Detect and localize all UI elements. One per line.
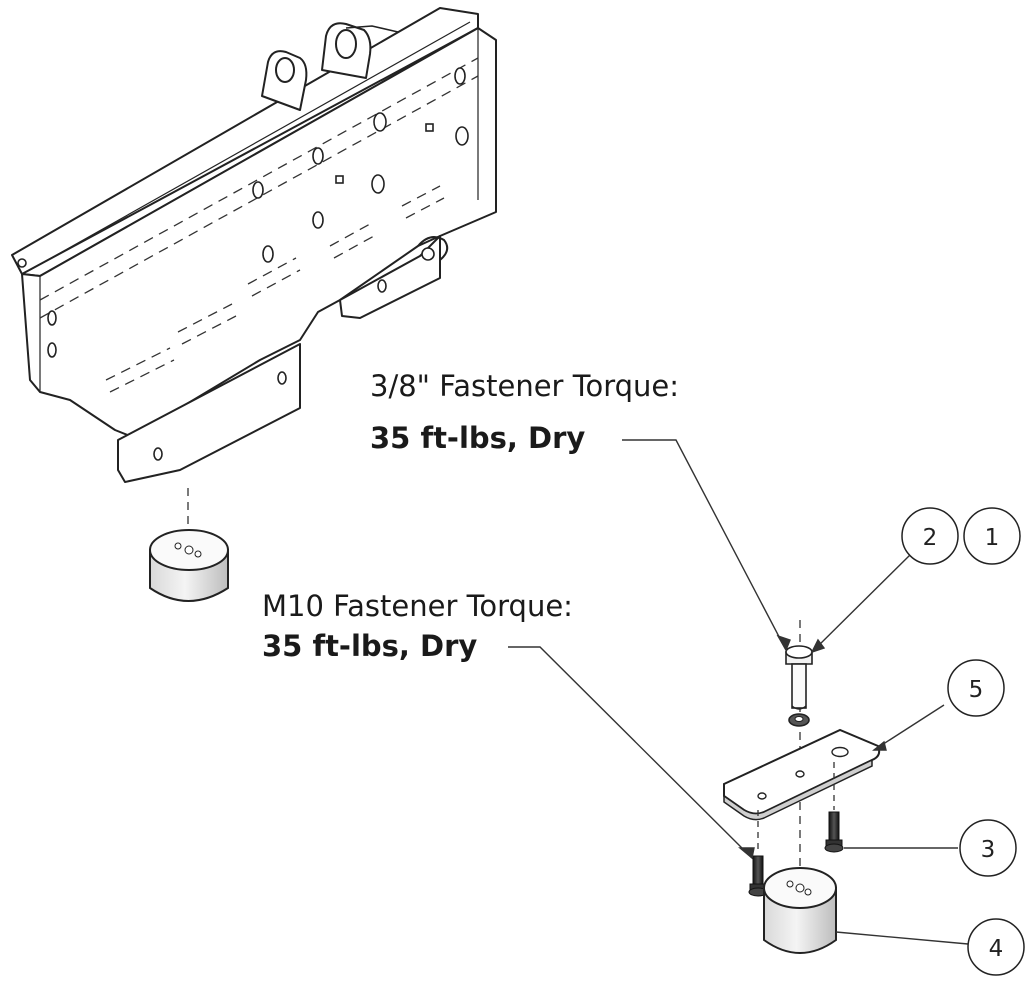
lower-callout-title: M10 Fastener Torque: [262,589,573,623]
m10-bolt-left [748,810,768,897]
bracket-rear-leg [339,235,441,319]
balloon-1-label: 1 [985,525,1000,551]
bolt-3-8 [785,645,813,710]
upper-callout-spec: 35 ft-lbs, Dry [370,421,586,455]
balloon-4-label: 4 [989,936,1004,962]
bracket-hidden-lines [39,57,479,393]
bracket-lower-tab [117,343,301,483]
balloon-2-label: 2 [923,525,938,551]
balloon-5: 5 [947,659,1005,717]
balloon-3-label: 3 [981,837,996,863]
balloon-2: 2 [901,507,959,565]
bracket-holes [17,67,469,461]
adapter-plate [723,728,881,821]
upper-callout-title: 3/8" Fastener Torque: [370,369,680,403]
balloon-5-label: 5 [969,677,984,703]
balloon-4: 4 [967,918,1025,976]
mounting-bracket [11,7,497,483]
balloon-1: 1 [963,507,1021,565]
balloon-3: 3 [959,819,1017,877]
exploded-hardware [723,620,881,954]
lower-callout-spec: 35 ft-lbs, Dry [262,629,478,663]
washer [788,713,810,727]
m10-bolt-right [824,762,844,853]
left-rubber-puck [149,488,229,602]
leader-lines [508,439,969,945]
right-rubber-puck [763,867,837,954]
